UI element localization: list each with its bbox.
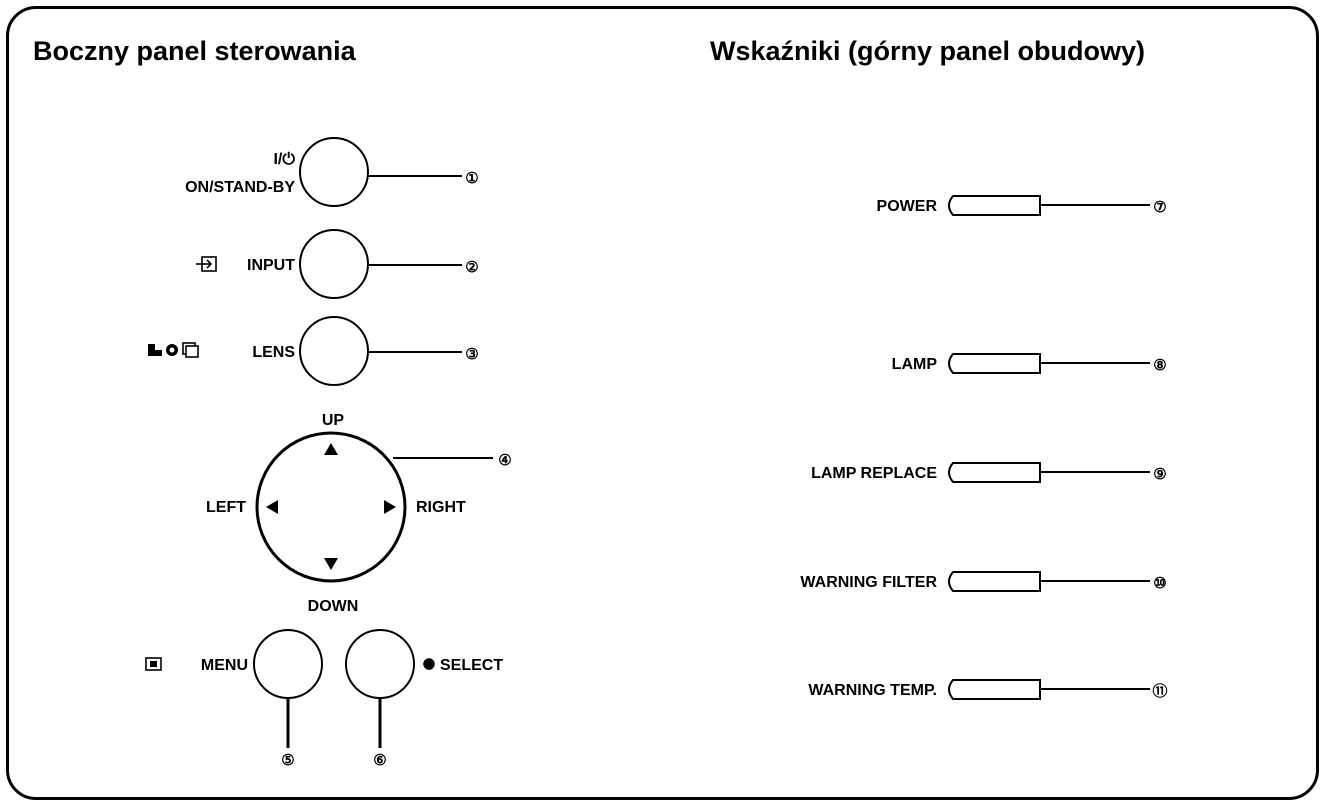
indicators-title: Wskaźniki (górny panel obudowy) xyxy=(710,36,1146,66)
select-label: SELECT xyxy=(440,657,503,674)
select-button[interactable] xyxy=(345,629,415,699)
warning-filter-indicator-label: WARNING FILTER xyxy=(800,574,937,591)
input-button[interactable] xyxy=(299,229,369,299)
power-indicator xyxy=(948,195,1041,216)
up-label: UP xyxy=(322,412,345,429)
side-panel-title: Boczny panel sterowania xyxy=(33,36,356,66)
lens-button[interactable] xyxy=(299,316,369,386)
warning-filter-indicator xyxy=(948,571,1041,592)
on-standby-label: ON/STAND-BY xyxy=(185,179,295,196)
arrow-right-icon[interactable] xyxy=(384,500,396,514)
callout-7: ⑦ xyxy=(1153,199,1166,216)
callout-3: ③ xyxy=(465,346,478,363)
right-label: RIGHT xyxy=(416,499,466,516)
menu-icon xyxy=(145,657,162,671)
input-icon xyxy=(196,256,217,272)
warning-temp-indicator xyxy=(948,679,1041,700)
power-symbol-label: I/⏻ xyxy=(273,151,295,168)
menu-label: MENU xyxy=(201,657,248,674)
direction-pad[interactable] xyxy=(255,431,407,583)
arrow-down-icon[interactable] xyxy=(324,558,338,570)
lens-label: LENS xyxy=(252,344,295,361)
lamp-replace-indicator-label: LAMP REPLACE xyxy=(811,465,937,482)
callout-4: ④ xyxy=(498,452,511,469)
callout-5: ⑤ xyxy=(281,752,294,769)
input-label: INPUT xyxy=(247,257,295,274)
power-indicator-label: POWER xyxy=(877,198,938,215)
lamp-indicator-label: LAMP xyxy=(892,356,938,373)
down-label: DOWN xyxy=(308,598,359,615)
lens-icons xyxy=(148,342,199,358)
callout-2: ② xyxy=(465,259,478,276)
menu-button[interactable] xyxy=(253,629,323,699)
select-icon xyxy=(423,658,435,670)
diagram-frame xyxy=(6,6,1319,800)
callout-11: ⑪ xyxy=(1152,682,1167,700)
left-label: LEFT xyxy=(206,499,246,516)
on-standby-button[interactable] xyxy=(299,137,369,207)
arrow-up-icon[interactable] xyxy=(324,443,338,455)
arrow-left-icon[interactable] xyxy=(266,500,278,514)
warning-temp-indicator-label: WARNING TEMP. xyxy=(808,682,937,699)
callout-10: ⑩ xyxy=(1153,575,1166,592)
callout-8: ⑧ xyxy=(1153,357,1166,374)
callout-6: ⑥ xyxy=(373,752,386,769)
callout-1: ① xyxy=(465,170,478,187)
lamp-indicator xyxy=(948,353,1041,374)
callout-9: ⑨ xyxy=(1153,466,1166,483)
lamp-replace-indicator xyxy=(948,462,1041,483)
